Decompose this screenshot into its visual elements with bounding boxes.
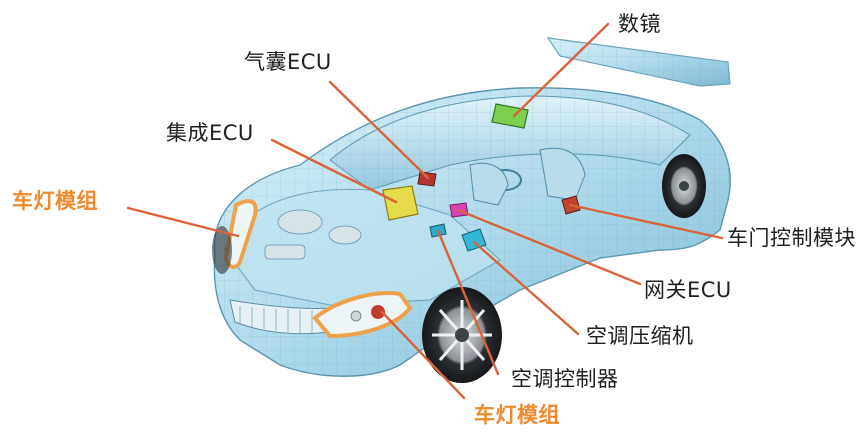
- callout-headlamp-left: [126, 206, 240, 238]
- airbag-ecu-module: [417, 171, 437, 187]
- callout-ac-controller: [436, 229, 500, 376]
- callout-integrated-ecu: [270, 138, 398, 204]
- callout-door-control: [568, 203, 724, 240]
- callout-headlamp-bottom: [380, 310, 466, 400]
- label-gateway-ecu: 网关ECU: [644, 278, 732, 302]
- integrated-ecu-module: [382, 185, 419, 221]
- rear-spoiler: [546, 37, 731, 87]
- callout-lines: [126, 22, 724, 400]
- label-headlamp-module-left: 车灯模组: [12, 189, 98, 213]
- ac-compressor-module: [461, 228, 487, 252]
- callout-digital-mirror: [512, 22, 610, 118]
- rear-wheel: [662, 154, 706, 218]
- callout-gateway-ecu: [456, 208, 642, 286]
- label-headlamp-module-bottom: 车灯模组: [474, 403, 560, 427]
- label-airbag-ecu: 气囊ECU: [244, 50, 332, 74]
- label-door-control-module: 车门控制模块: [727, 226, 856, 250]
- label-ac-controller: 空调控制器: [511, 367, 619, 391]
- label-digital-mirror: 数镜: [618, 12, 661, 36]
- front-wheel: [422, 287, 502, 383]
- callout-ac-compressor: [472, 240, 580, 336]
- rear-wheel-hidden: [212, 226, 232, 274]
- label-ac-compressor: 空调压缩机: [586, 324, 694, 348]
- callout-airbag-ecu: [328, 80, 430, 180]
- label-integrated-ecu: 集成ECU: [166, 121, 254, 145]
- right-headlamp: [312, 291, 413, 339]
